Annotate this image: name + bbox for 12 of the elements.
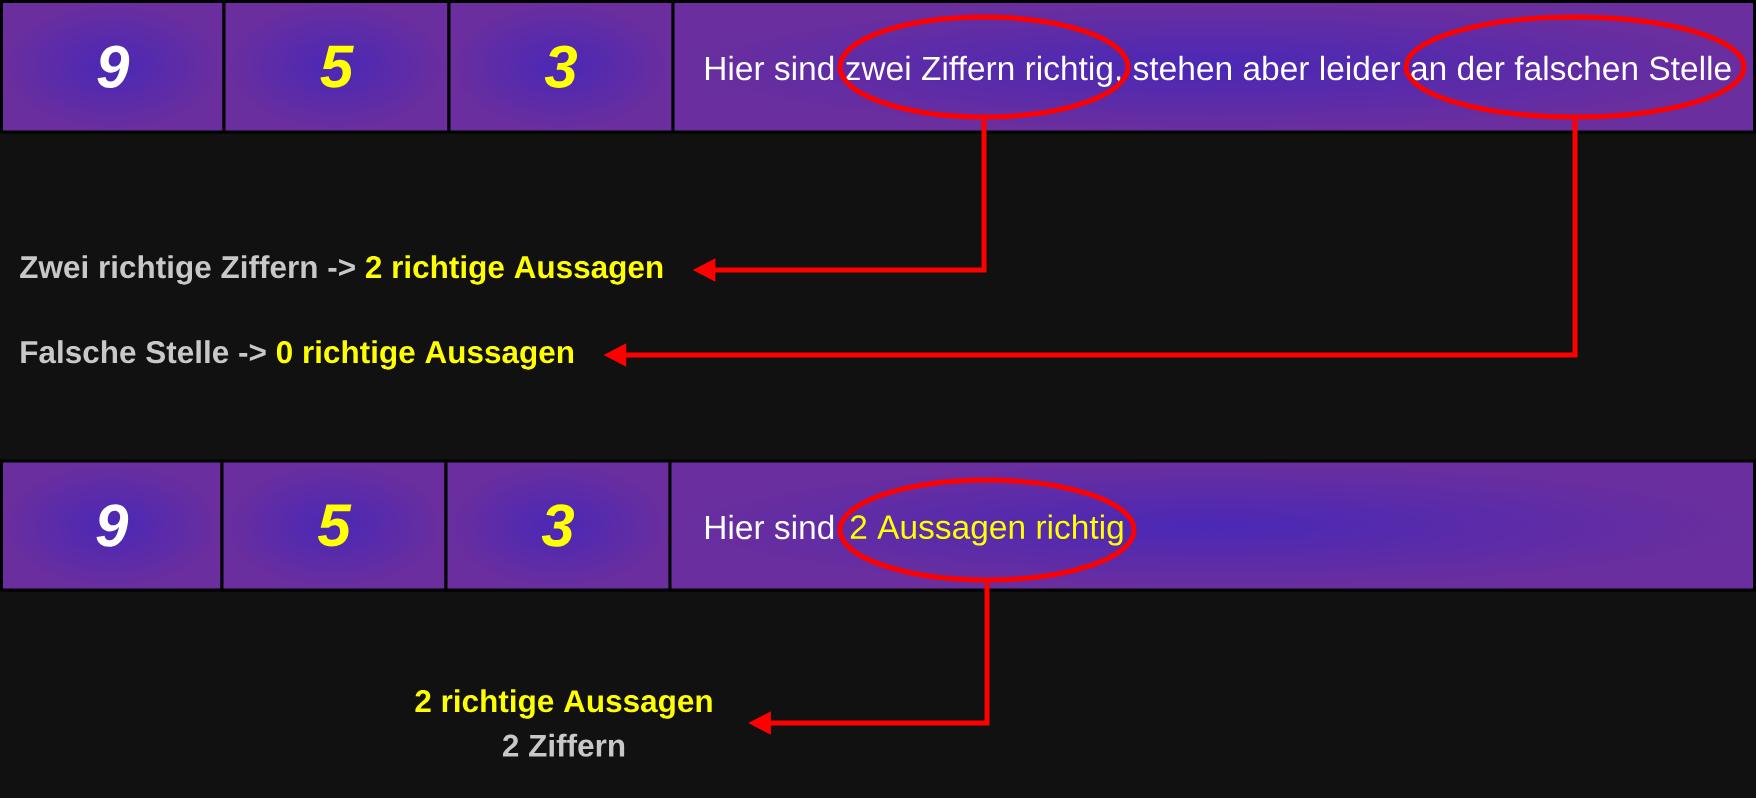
digit-tile: 5 bbox=[222, 0, 451, 134]
digit-tile: 5 bbox=[220, 459, 448, 592]
hint-cell: Hier sind zwei Ziffern richtig, stehen aber leider an der falschen Stelle bbox=[671, 0, 1756, 134]
highlight-ellipse bbox=[837, 14, 1131, 120]
highlight-ellipse bbox=[1403, 14, 1747, 120]
annotation-text: Falsche Stelle -> 0 richtige Aussagen bbox=[21, 340, 574, 370]
digit-tile: 9 bbox=[0, 0, 226, 134]
digit-tile: 3 bbox=[447, 0, 675, 134]
digit-tile: 3 bbox=[444, 459, 672, 592]
annotation-text: Zwei richtige Ziffern -> 2 richtige Aussagen bbox=[20, 255, 663, 285]
annotation-text: 2 richtige Aussagen 2 Ziffern bbox=[415, 689, 712, 757]
digit-tile: 9 bbox=[0, 459, 224, 592]
